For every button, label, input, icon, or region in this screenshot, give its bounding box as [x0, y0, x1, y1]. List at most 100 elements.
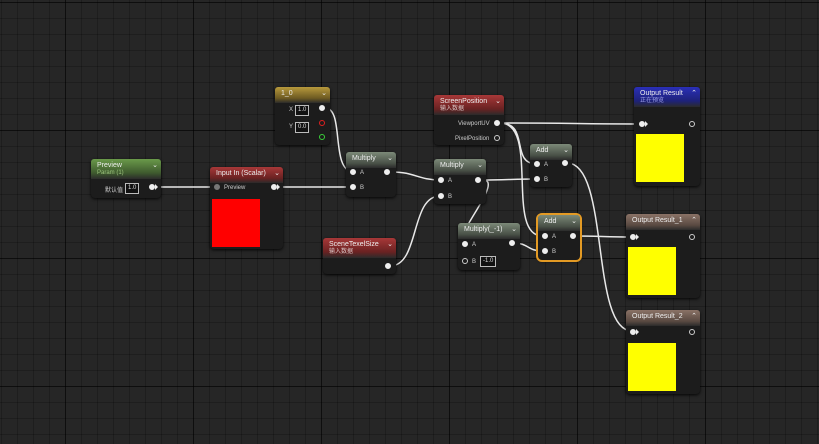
vector-green-pin[interactable]: [319, 134, 325, 140]
output-result-input-pin[interactable]: [639, 121, 645, 127]
chevron-down-icon[interactable]: ⌄: [563, 147, 569, 154]
add-node-2-header[interactable]: Add ⌄: [538, 215, 580, 231]
screen-position-header[interactable]: ScreenPosition 输入数据 ⌄: [434, 95, 504, 115]
vector-node[interactable]: 1_0 ⌄ X 1.0 Y 0.0: [275, 87, 330, 145]
output-result-1-node[interactable]: Output Result_1 ⌃: [626, 214, 700, 298]
multiply1-b-label: B: [360, 185, 365, 191]
input-in-preview-swatch: [212, 199, 260, 247]
preview-node-title: Preview: [97, 162, 122, 169]
screen-position-viewport-label: ViewportUV: [458, 121, 490, 127]
add1-output-pin[interactable]: [562, 160, 568, 166]
input-in-node[interactable]: Input In (Scalar) ⌄ Preview: [210, 167, 283, 249]
multiply-node-1-header[interactable]: Multiply ⌄: [346, 152, 396, 168]
chevron-down-icon[interactable]: ⌄: [274, 170, 280, 177]
multiply-negative-header[interactable]: Multiply(_-1) ⌄: [458, 223, 520, 239]
multiply-node-1-title: Multiply: [352, 155, 376, 162]
input-in-output-pin[interactable]: [271, 184, 277, 190]
output-result-preview-swatch: [636, 134, 684, 182]
multiply1-a-label: A: [360, 170, 365, 176]
multiply-node-2-header[interactable]: Multiply ⌄: [434, 159, 486, 175]
multiply-neg-a-pin[interactable]: [462, 241, 468, 247]
preview-node[interactable]: Preview Param (1) ⌄ 默认值 1.0: [91, 159, 161, 198]
multiply-node-1[interactable]: Multiply ⌄ A B: [346, 152, 396, 197]
output-result-2-node[interactable]: Output Result_2 ⌃: [626, 310, 700, 394]
chevron-down-icon[interactable]: ⌄: [321, 90, 327, 97]
vector-red-pin[interactable]: [319, 120, 325, 126]
input-in-node-title: Input In (Scalar): [216, 170, 266, 177]
input-in-pin-label: Preview: [224, 185, 246, 191]
preview-output-pin[interactable]: [149, 184, 155, 190]
chevron-up-icon[interactable]: ⌃: [691, 313, 697, 320]
vector-x-input[interactable]: 1.0: [295, 105, 310, 116]
preview-node-header[interactable]: Preview Param (1) ⌄: [91, 159, 161, 179]
add2-output-pin[interactable]: [570, 233, 576, 239]
output-result-2-input-pin[interactable]: [630, 329, 636, 335]
input-in-node-header[interactable]: Input In (Scalar) ⌄: [210, 167, 283, 183]
chevron-down-icon[interactable]: ⌄: [387, 155, 393, 162]
chevron-up-icon[interactable]: ⌃: [691, 90, 697, 97]
multiply2-a-label: A: [448, 178, 453, 184]
add1-b-label: B: [544, 177, 549, 183]
output-result-1-input-pin[interactable]: [630, 234, 636, 240]
multiply2-output-pin[interactable]: [475, 177, 481, 183]
output-result-2-header[interactable]: Output Result_2 ⌃: [626, 310, 700, 326]
multiply1-a-pin[interactable]: [350, 169, 356, 175]
chevron-down-icon[interactable]: ⌄: [571, 218, 577, 225]
scene-texel-output-pin[interactable]: [385, 263, 391, 269]
add2-b-label: B: [552, 249, 557, 255]
vector-x-label: X: [289, 107, 294, 113]
scene-texel-size-node[interactable]: SceneTexelSize 输入数据 ⌄: [323, 238, 396, 274]
output-result-1-header[interactable]: Output Result_1 ⌃: [626, 214, 700, 230]
add-node-2[interactable]: Add ⌄ A B: [536, 213, 582, 262]
multiply-neg-b-pin[interactable]: [462, 258, 468, 264]
chevron-down-icon[interactable]: ⌄: [387, 241, 393, 248]
wire-multiply1-to-multiply2-a: [391, 171, 441, 181]
multiply2-b-pin[interactable]: [438, 193, 444, 199]
add2-b-pin[interactable]: [542, 248, 548, 254]
multiply-neg-a-label: A: [472, 242, 477, 248]
vector-y-label: Y: [289, 124, 294, 130]
multiply-negative-node[interactable]: Multiply(_-1) ⌄ A B -1.0: [458, 223, 520, 270]
multiply-neg-b-input[interactable]: -1.0: [480, 256, 497, 267]
preview-node-subtitle: Param (1): [97, 170, 124, 177]
multiply2-a-pin[interactable]: [438, 177, 444, 183]
output-result-input-arrow-icon: [645, 121, 648, 127]
scene-texel-size-header[interactable]: SceneTexelSize 输入数据 ⌄: [323, 238, 396, 258]
vector-output-pin[interactable]: [319, 105, 325, 111]
add1-b-pin[interactable]: [534, 176, 540, 182]
multiply-neg-output-pin[interactable]: [509, 240, 515, 246]
scene-texel-size-subtitle: 输入数据: [329, 249, 354, 256]
chevron-down-icon[interactable]: ⌄: [152, 162, 158, 169]
add2-a-pin[interactable]: [542, 233, 548, 239]
output-result-1-input-arrow-icon: [636, 234, 639, 240]
screen-position-node[interactable]: ScreenPosition 输入数据 ⌄ ViewportUV PixelPo…: [434, 95, 504, 145]
output-result-output-pin[interactable]: [689, 121, 695, 127]
preview-value-input[interactable]: 1.0: [125, 183, 140, 194]
multiply-negative-title: Multiply(_-1): [464, 226, 503, 233]
chevron-down-icon[interactable]: ⌄: [495, 98, 501, 105]
input-in-input-pin[interactable]: [214, 184, 220, 190]
chevron-down-icon[interactable]: ⌄: [511, 226, 517, 233]
output-result-2-output-pin[interactable]: [689, 329, 695, 335]
output-result-1-output-pin[interactable]: [689, 234, 695, 240]
screen-position-pixel-label: PixelPosition: [455, 136, 490, 142]
multiply-neg-b-label: B: [472, 259, 477, 265]
multiply-node-2[interactable]: Multiply ⌄ A B: [434, 159, 486, 204]
add-node-1[interactable]: Add ⌄ A B: [530, 144, 572, 187]
vector-y-input[interactable]: 0.0: [295, 122, 310, 133]
screen-position-pixel-pin[interactable]: [494, 135, 500, 141]
add1-a-pin[interactable]: [534, 161, 540, 167]
multiply1-output-pin[interactable]: [384, 169, 390, 175]
chevron-up-icon[interactable]: ⌃: [691, 217, 697, 224]
add-node-1-header[interactable]: Add ⌄: [530, 144, 572, 160]
screen-position-subtitle: 输入数据: [440, 106, 465, 113]
vector-node-header[interactable]: 1_0 ⌄: [275, 87, 330, 103]
chevron-down-icon[interactable]: ⌄: [477, 162, 483, 169]
preview-field-label: 默认值: [105, 188, 124, 194]
multiply1-b-pin[interactable]: [350, 184, 356, 190]
output-result-node[interactable]: Output Result 正在预览 ⌃: [634, 87, 700, 186]
input-in-output-arrow-icon: [277, 184, 280, 190]
output-result-header[interactable]: Output Result 正在预览 ⌃: [634, 87, 700, 107]
screen-position-viewport-pin[interactable]: [494, 120, 500, 126]
output-result-2-input-arrow-icon: [636, 329, 639, 335]
